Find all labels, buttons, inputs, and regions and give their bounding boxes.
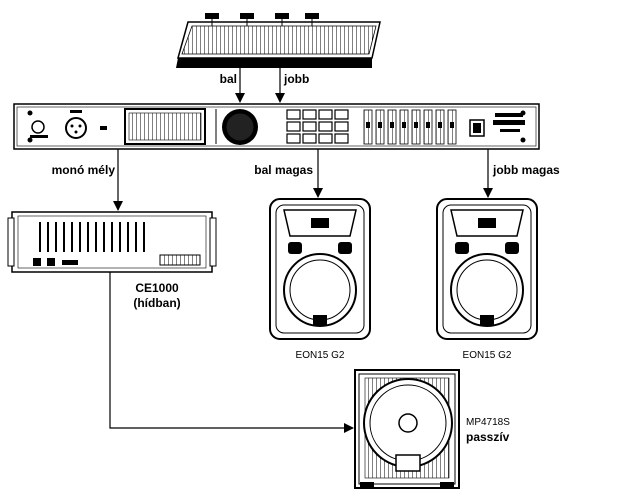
sub-feed-arrow: [109, 272, 354, 433]
processor-button: [334, 121, 349, 132]
meter-led: [390, 122, 394, 128]
processor-button: [334, 133, 349, 144]
processor-button: [318, 109, 333, 120]
button-grid: [286, 109, 349, 144]
processor-button: [286, 109, 301, 120]
mixer-console: [176, 13, 381, 68]
model-logo: [493, 113, 525, 132]
connections: [109, 68, 493, 433]
processor-button: [286, 121, 301, 132]
mono-low-label: monó mély: [52, 163, 116, 177]
meter-led: [402, 122, 406, 128]
right-speaker: [436, 198, 538, 340]
subwoofer-type: passzív: [466, 430, 510, 444]
amplifier-model: CE1000: [135, 281, 179, 295]
left-high-label: bal magas: [254, 163, 313, 177]
subwoofer-cabinet: [354, 369, 460, 489]
processor-button: [286, 133, 301, 144]
data-wheel-knob: [222, 109, 258, 145]
meter-led: [426, 122, 430, 128]
left-input-label: bal: [220, 72, 237, 86]
power-amplifier: [7, 211, 217, 273]
lcd-display: [124, 108, 206, 145]
right-speaker-model: EON15 G2: [463, 350, 512, 361]
brand-logo: [30, 120, 48, 138]
level-meters: [363, 109, 457, 145]
meter-led: [366, 122, 370, 128]
processor-button: [318, 133, 333, 144]
subwoofer-model: MP4718S: [466, 417, 510, 428]
xlr-input-jack: [65, 110, 87, 139]
left-speaker-model: EON15 G2: [296, 350, 345, 361]
right-input-label: jobb: [283, 72, 309, 86]
processor-button: [334, 109, 349, 120]
right-high-label: jobb magas: [492, 163, 560, 177]
meter-led: [438, 122, 442, 128]
processor-button: [302, 133, 317, 144]
amp-vents: [39, 222, 145, 252]
status-led: [100, 126, 107, 130]
left-speaker: [269, 198, 371, 340]
processor-button: [302, 109, 317, 120]
meter-led: [414, 122, 418, 128]
amplifier-mode: (hídban): [133, 296, 180, 310]
processor-unit: [13, 103, 540, 150]
processor-button: [302, 121, 317, 132]
meter-led: [378, 122, 382, 128]
meter-led: [450, 122, 454, 128]
processor-button: [318, 121, 333, 132]
